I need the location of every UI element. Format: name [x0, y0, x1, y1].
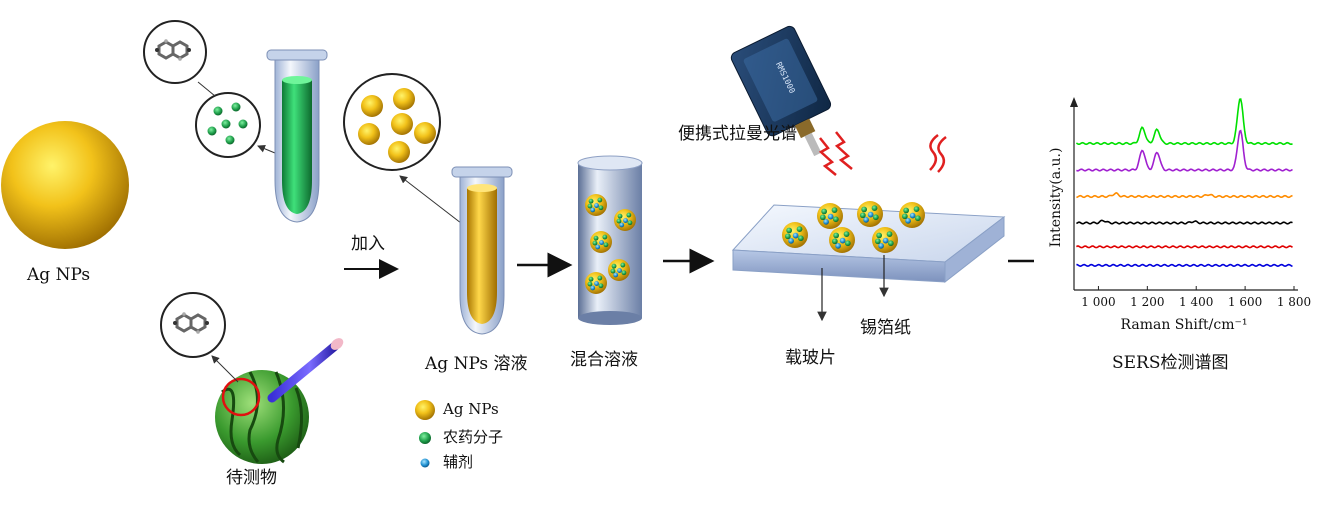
spectrum-series-line — [1075, 98, 1293, 146]
swab-probe — [267, 338, 344, 403]
tin-foil-label: 锡箔纸 — [860, 318, 911, 338]
sample-label: 待测物 — [226, 468, 277, 488]
add-label: 加入 — [351, 234, 385, 254]
mixed-particle — [585, 194, 607, 216]
mixed-particle — [585, 272, 607, 294]
x-tick-label: 1 600 — [1228, 295, 1262, 309]
pesticide-tube — [266, 49, 328, 223]
x-tick-label: 1 200 — [1130, 295, 1164, 309]
mixed-particle — [614, 209, 636, 231]
laser-beam-1 — [818, 137, 837, 176]
ag-np-large-sphere — [1, 121, 129, 249]
mixed-particle — [608, 259, 630, 281]
scatter-signal-2 — [937, 136, 947, 173]
spectrum-series-line — [1076, 245, 1293, 249]
ag-np-label: Ag NPs — [27, 265, 91, 285]
glass-slide-label: 载玻片 — [785, 348, 836, 368]
slide-particle — [872, 227, 898, 253]
x-tick-label: 1 000 — [1081, 295, 1115, 309]
raman-device-label: 便携式拉曼光谱 — [678, 124, 797, 144]
spectrum-y-label: Intensity(a.u.) — [1048, 148, 1064, 248]
molecule-magnifier-bottom — [160, 292, 226, 358]
spectrum-series-line — [1076, 263, 1293, 268]
legend-auxiliary-icon — [420, 458, 430, 468]
ag-np-tube — [451, 166, 513, 335]
sampling-area-highlight — [221, 377, 261, 417]
legend-auxiliary-label: 辅剂 — [443, 453, 474, 471]
slide-particle — [782, 222, 808, 248]
legend-ag-np-label: Ag NPs — [443, 400, 499, 418]
slide-particle — [857, 201, 883, 227]
ag-solution-label: Ag NPs 溶液 — [425, 354, 528, 374]
slide-particle — [817, 203, 843, 229]
spectrum-series-line — [1075, 219, 1293, 225]
laser-beam-2 — [834, 131, 853, 170]
glass-slide — [731, 204, 1006, 284]
molecule-magnifier-top — [143, 20, 207, 84]
watermelon-sample — [215, 370, 309, 464]
legend-pesticide-label: 农药分子 — [443, 428, 504, 446]
legend-pesticide-icon — [419, 432, 431, 444]
spectrum-title: SERS检测谱图 — [1112, 353, 1229, 373]
slide-particle — [899, 202, 925, 228]
ag-np-magnifier — [343, 73, 441, 171]
y-axis-arrow — [1070, 97, 1078, 107]
slide-particle — [829, 227, 855, 253]
spectrum-x-label: Raman Shift/cm⁻¹ — [1120, 317, 1247, 333]
mixed-solution-label: 混合溶液 — [570, 350, 638, 370]
mixed-particle — [590, 231, 612, 253]
raman-device: RMS1000 — [730, 25, 832, 157]
x-tick-label: 1 400 — [1179, 295, 1213, 309]
pesticide-magnifier — [195, 92, 261, 158]
spectrum-series-line — [1076, 192, 1293, 199]
legend-ag-np-icon — [415, 400, 435, 420]
scatter-signal-1 — [929, 134, 939, 171]
spectrum-series-line — [1076, 129, 1293, 172]
x-tick-label: 1 800 — [1277, 295, 1311, 309]
